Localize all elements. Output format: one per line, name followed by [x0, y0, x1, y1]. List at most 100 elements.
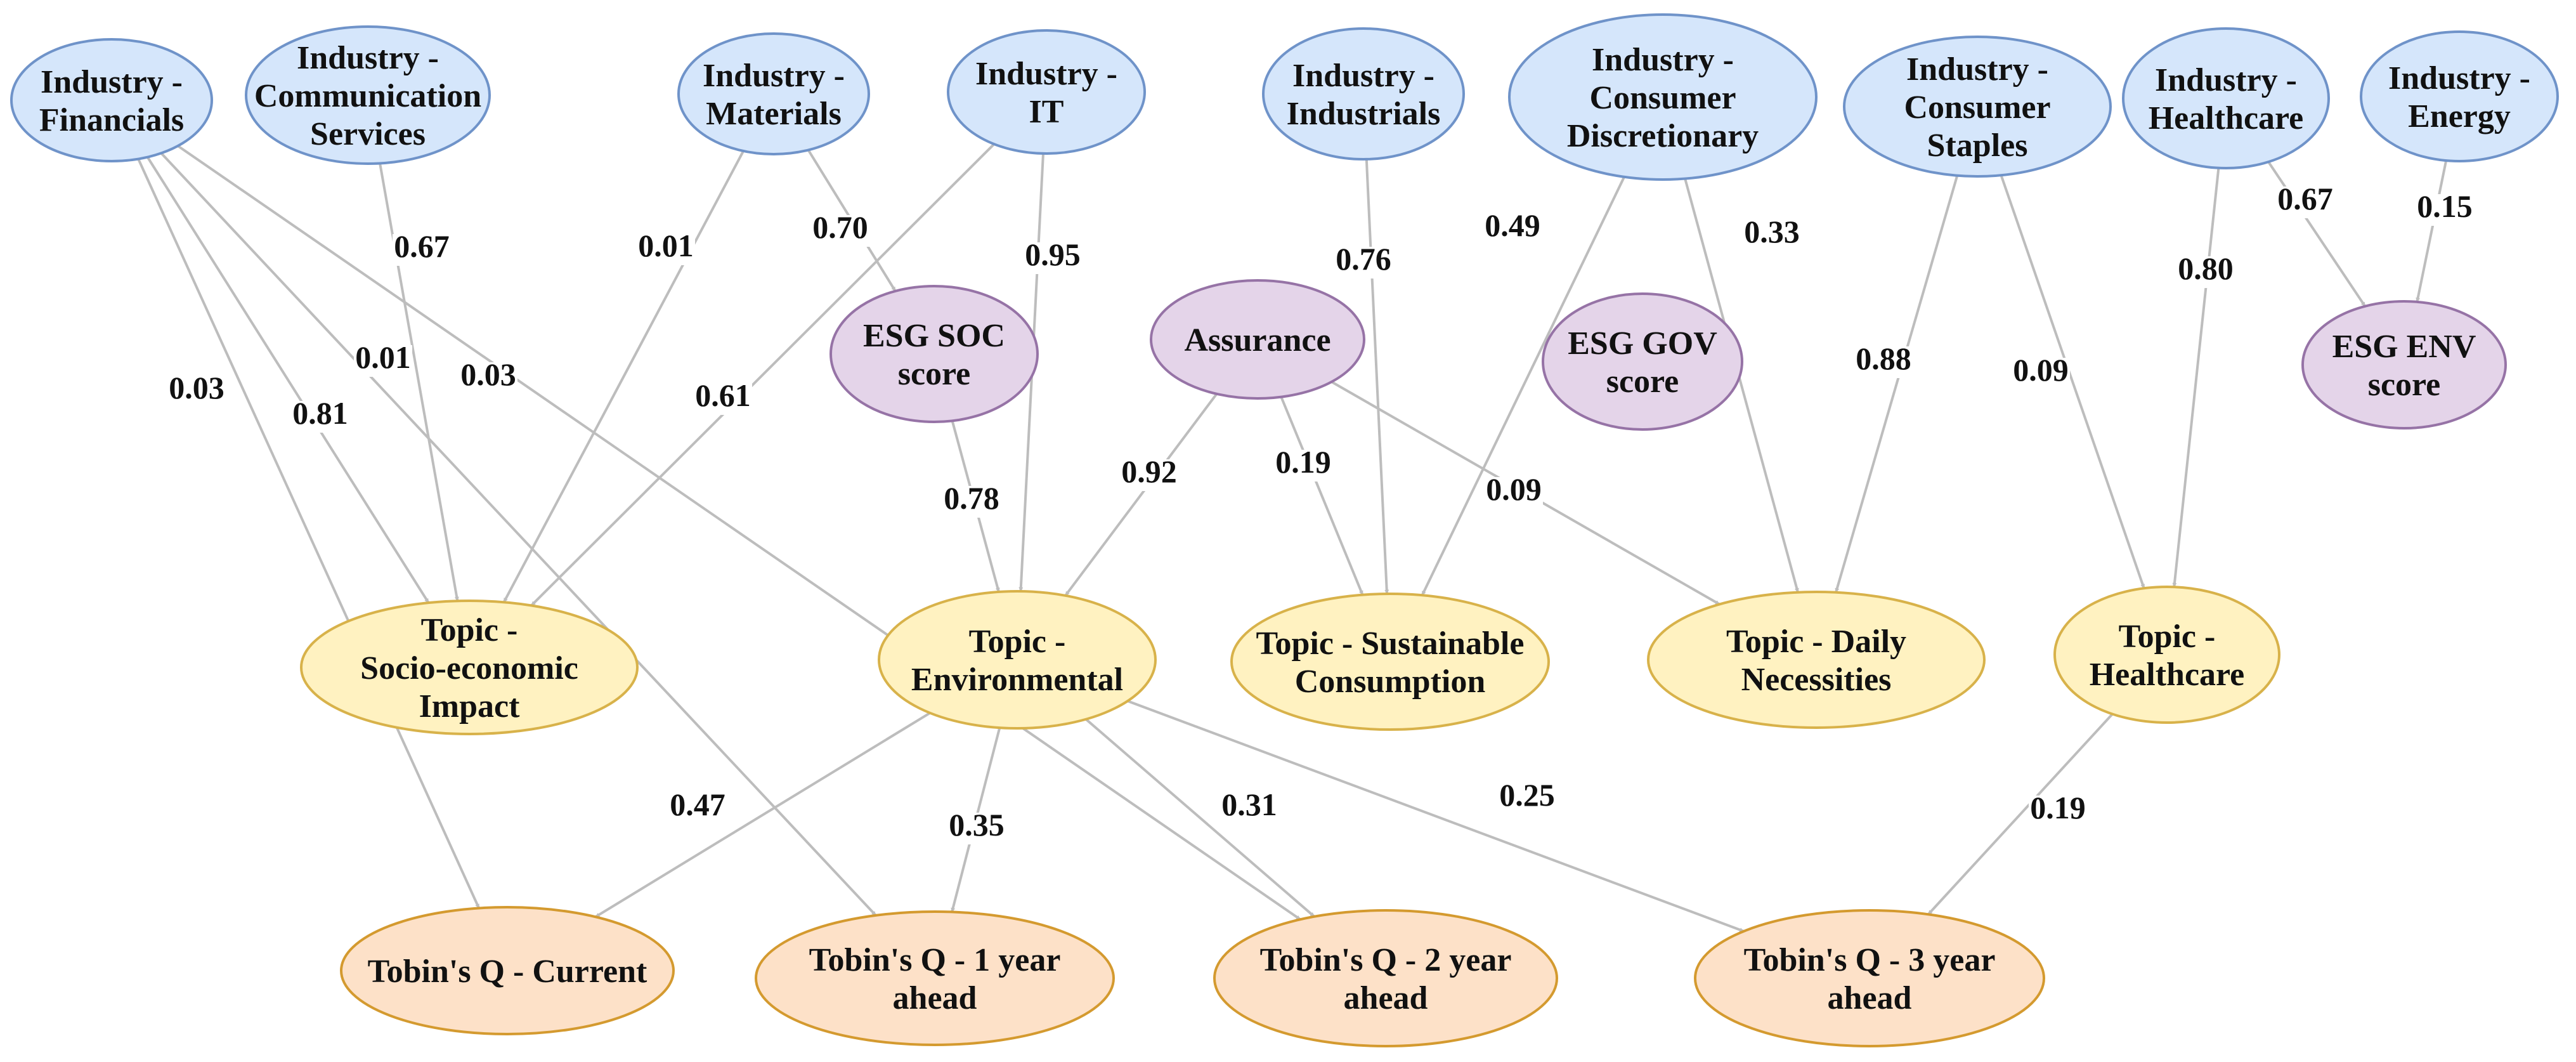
edge-label-background	[1485, 477, 1543, 509]
edge-weight-label: 0.49	[1485, 207, 1540, 243]
topic-node-ellipse	[1647, 591, 1986, 729]
node-ind-mat: Industry -Materials	[677, 32, 870, 155]
node-label-line: Industrials	[1287, 96, 1441, 132]
topic-node-ellipse	[300, 600, 639, 735]
tobin-node-ellipse	[755, 910, 1115, 1046]
node-label-line: ahead	[1344, 980, 1428, 1016]
node-label-line: Consumption	[1295, 664, 1486, 700]
edge-weight-label: 0.15	[2417, 188, 2473, 224]
node-label-line: ESG GOV	[1568, 325, 1717, 362]
edge-arrow-ind_fin-to-tq_2	[177, 145, 1301, 921]
industry-node-ellipse	[2360, 30, 2559, 162]
node-ind-hc: Industry -Healthcare	[2122, 27, 2330, 169]
edge-weight-label: 0.09	[2013, 352, 2069, 388]
edge-label-background	[459, 362, 517, 394]
node-label-line: Communication	[254, 78, 481, 114]
edge-arrow-ind_fin-to-tq_cur	[137, 158, 481, 909]
edge-label-background	[811, 215, 869, 247]
edge-weight-label: 0.33	[1744, 214, 1800, 249]
node-label-line: Assurance	[1184, 322, 1330, 358]
node-label-line: Industry -	[2388, 60, 2530, 96]
edge-label-background	[637, 233, 695, 265]
edge-label-background	[1334, 247, 1393, 279]
node-label-line: Topic -	[2119, 619, 2216, 655]
node-assurance: Assurance	[1150, 279, 1365, 400]
edge-arrow-ind_ind-to-t_sust	[1365, 159, 1389, 594]
node-label-line: score	[898, 356, 971, 392]
node-label-line: Topic -	[421, 612, 518, 648]
node-label-line: Industry -	[1592, 42, 1734, 78]
industry-node-ellipse	[1262, 27, 1465, 161]
edge-label-background	[291, 401, 349, 433]
edge-label-background	[1120, 459, 1178, 491]
node-label-line: Environmental	[911, 662, 1123, 698]
node-label-line: Industry -	[41, 64, 183, 100]
tobin-node-ellipse	[340, 906, 675, 1035]
node-label-line: Consumer	[1589, 80, 1736, 116]
edge-weight-label: 0.70	[812, 209, 868, 245]
edge-arrow-t_env-to-tq_2	[1085, 718, 1315, 918]
node-label-line: Staples	[1927, 128, 2028, 164]
edge-label-background	[1274, 450, 1332, 482]
edge-weight-label: 0.01	[638, 228, 694, 263]
node-label-line: Topic - Daily	[1726, 624, 1906, 660]
edge-label-background	[1483, 213, 1542, 245]
esg-node-ellipse	[829, 285, 1039, 423]
node-label-line: Impact	[419, 688, 521, 724]
tobin-node-ellipse	[1694, 909, 2045, 1047]
topic-node-ellipse	[2053, 586, 2280, 724]
edge-label-background	[2012, 358, 2070, 390]
node-label-line: ahead	[893, 980, 977, 1016]
edge-arrow-t_env-to-tq_cur	[595, 712, 931, 918]
edge-label-background	[1498, 783, 1556, 815]
edge-weight-label: 0.01	[355, 339, 411, 375]
edge-arrow-ind_en-to-esg_env	[2416, 160, 2448, 303]
node-t-hc: Topic -Healthcare	[2053, 586, 2280, 724]
edge-label-background	[1220, 792, 1278, 824]
node-label-line: Topic - Sustainable	[1256, 626, 1525, 662]
edge-label-background	[942, 486, 1001, 518]
node-label-line: Energy	[2408, 98, 2511, 134]
edge-label-background	[668, 792, 727, 824]
edge-arrow-ind_it-to-t_socio	[530, 143, 996, 606]
node-label-line: Industry -	[2155, 62, 2297, 98]
node-label-line: Topic -	[969, 624, 1066, 660]
edge-label-background	[2029, 796, 2087, 827]
edge-weight-label: 0.95	[1025, 237, 1081, 272]
node-ind-fin: Industry -Financials	[10, 38, 213, 162]
node-label-line: Tobin's Q - 3 year	[1744, 942, 1996, 978]
node-label-line: ESG ENV	[2332, 329, 2476, 365]
node-ind-it: Industry -IT	[947, 29, 1146, 155]
edge-arrow-ind_mat-to-t_socio	[502, 150, 745, 603]
edge-weight-label: 0.67	[2277, 181, 2333, 216]
edge-arrow-t_env-to-tq_3	[1127, 700, 1745, 933]
industry-node-ellipse	[245, 25, 491, 165]
node-tq-cur: Tobin's Q - Current	[340, 906, 675, 1035]
edge-weight-label: 0.92	[1121, 454, 1177, 489]
edge-layer	[137, 143, 2448, 933]
edge-label-background	[947, 813, 1006, 844]
edge-weight-label: 0.81	[292, 395, 348, 431]
edge-arrow-t_hc-to-tq_3	[1927, 713, 2114, 915]
topic-node-ellipse	[1230, 593, 1550, 731]
edge-arrow-ind_cd-to-t_sust	[1421, 176, 1626, 596]
node-label-line: Socio-economic	[360, 650, 578, 686]
edge-arrow-ind_hc-to-t_hc	[2172, 167, 2220, 587]
esg-node-ellipse	[1150, 279, 1365, 400]
edge-weight-label: 0.03	[169, 370, 224, 405]
edge-label-background	[694, 383, 752, 415]
node-label-line: Necessities	[1741, 662, 1892, 698]
edge-weight-label: 0.19	[2030, 790, 2086, 825]
node-label-line: score	[1606, 364, 1679, 400]
node-ind-en: Industry -Energy	[2360, 30, 2559, 162]
node-label-line: Industry -	[1292, 58, 1434, 94]
edge-weight-label: 0.80	[2178, 251, 2234, 286]
edge-label-background	[393, 234, 451, 266]
edge-arrow-ind_hc-to-esg_env	[2267, 161, 2366, 307]
edge-arrow-ind_cs-to-t_hc	[2000, 174, 2145, 589]
node-ind-ind: Industry -Industrials	[1262, 27, 1465, 161]
edge-label-background	[167, 376, 226, 407]
